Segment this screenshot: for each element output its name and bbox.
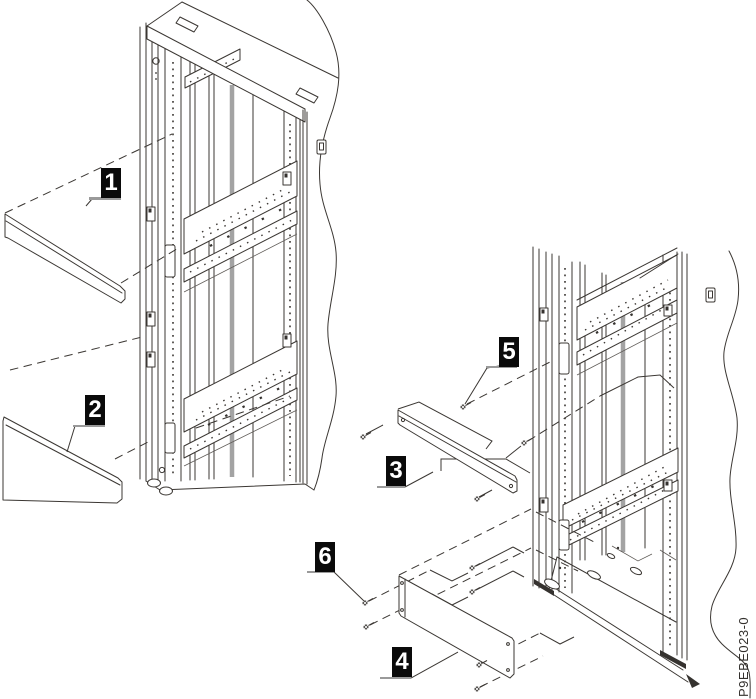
callout-1: 1 (101, 168, 121, 198)
rack-base (534, 545, 700, 688)
cross-member-upper (183, 160, 298, 293)
callout-4-underline (380, 676, 411, 679)
rack-left (139, 0, 340, 496)
side-label-icon (705, 287, 716, 303)
figure-part-number: P9EBE023-0 (736, 616, 751, 697)
callout-2: 2 (85, 395, 105, 425)
callout-3-underline (377, 485, 405, 488)
callout-1-underline (89, 197, 121, 200)
rack-right (532, 246, 751, 699)
side-label-icon (316, 139, 327, 155)
callout-5: 5 (499, 337, 519, 367)
filler-panel-4 (398, 575, 515, 679)
torn-edge-left-rack (306, 0, 340, 491)
filler-panel-1 (4, 213, 126, 304)
rail-clips (539, 304, 673, 513)
callout-4: 4 (392, 647, 412, 677)
rail-clips (146, 171, 292, 368)
mounting-bracket-3 (397, 401, 531, 494)
callout-3: 3 (386, 456, 406, 486)
filler-panel-2 (2, 416, 123, 504)
casters (147, 466, 173, 496)
cross-member-upper (576, 247, 678, 376)
callout-2-underline (73, 424, 105, 427)
cross-member-lower (562, 447, 679, 549)
top-slot (175, 16, 199, 33)
mount-outline (599, 374, 675, 397)
top-slot-right (295, 87, 319, 104)
cross-member-lower (183, 340, 298, 467)
torn-edge-right-rack (709, 250, 751, 699)
callout-leaders (66, 198, 500, 679)
callout-6: 6 (315, 542, 335, 572)
